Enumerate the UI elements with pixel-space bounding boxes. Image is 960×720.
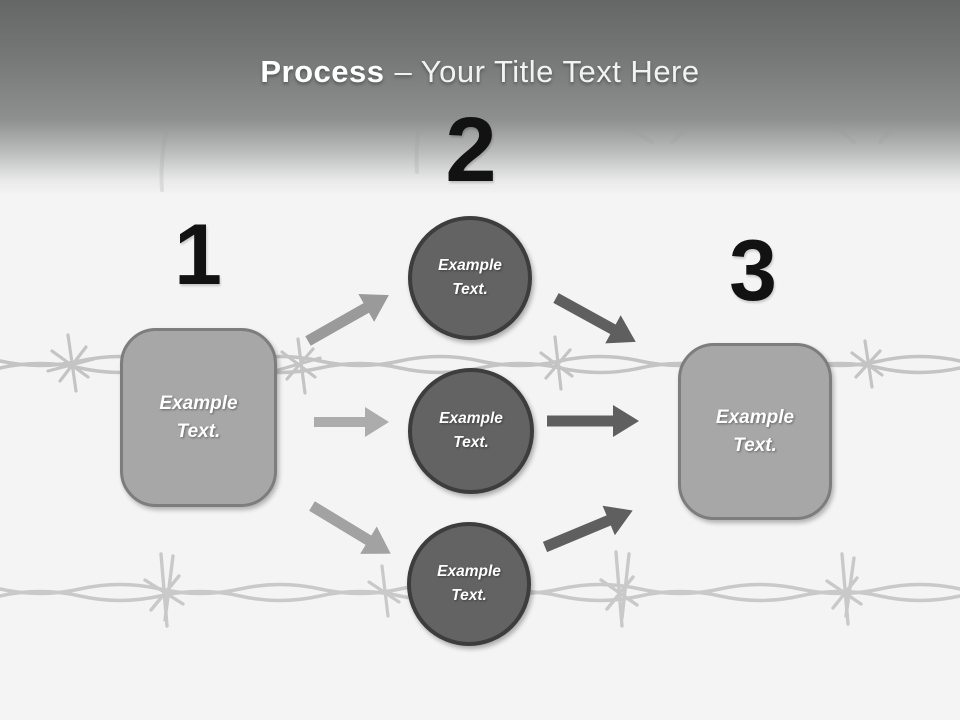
arrow-box1-to-circle-top <box>305 293 389 346</box>
step-number-3: 3 <box>729 223 777 319</box>
step1-box-label: Example Text. <box>159 392 238 442</box>
header-band: Process – Your Title Text Here <box>0 0 960 196</box>
step2-circle-top: Example Text. <box>408 216 532 340</box>
step-number-2: 2 <box>445 99 497 201</box>
circle-middle-label: Example Text. <box>439 409 503 451</box>
arrow-box1-to-circle-bottom <box>309 501 391 554</box>
arrow-box1-to-circle-middle <box>314 407 389 437</box>
title-emphasis: Process <box>260 54 385 89</box>
step-number-1: 1 <box>174 207 222 303</box>
arrow-circle-top-to-box3 <box>553 293 636 344</box>
circle-top-label: Example Text. <box>438 256 502 298</box>
slide-title: Process – Your Title Text Here <box>0 54 960 90</box>
step2-circle-bottom: Example Text. <box>407 522 531 646</box>
step3-box: Example Text. <box>678 343 832 520</box>
arrow-circle-bottom-to-box3 <box>542 505 633 553</box>
title-rest: – Your Title Text Here <box>394 54 700 89</box>
step2-circle-middle: Example Text. <box>408 368 534 494</box>
circle-bottom-label: Example Text. <box>437 562 501 604</box>
step1-box: Example Text. <box>120 328 277 507</box>
step3-box-label: Example Text. <box>715 406 795 456</box>
arrow-circle-middle-to-box3 <box>547 405 639 437</box>
